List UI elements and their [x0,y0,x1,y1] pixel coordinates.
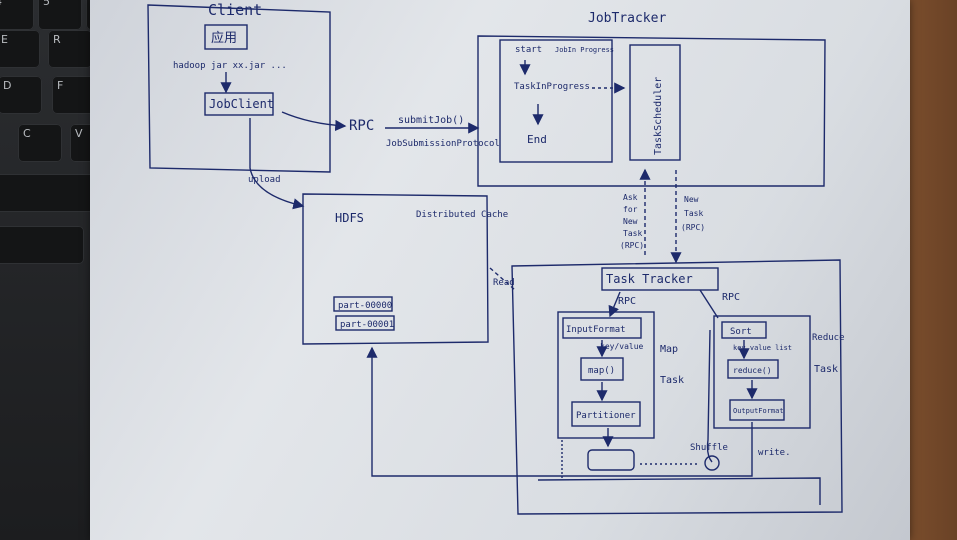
ask-line-3: New [623,217,638,226]
app-label: 应用 [211,30,237,46]
jobclient-label: JobClient [209,97,274,111]
tasktracker-box [601,267,719,291]
part-00000-box [333,296,393,312]
rpc-right-label: RPC [722,292,740,303]
key-label: 5 [43,0,50,8]
shuffle-circle [704,455,720,471]
key-label: D [3,79,12,92]
tasktracker-inner-line [537,477,821,505]
reduce-task-label-2: Task [814,364,838,375]
arrow-read [489,267,516,291]
key [0,226,84,264]
key: D [0,76,42,114]
tasktracker-outer-box [511,259,843,515]
local-disk-icon [587,449,635,471]
client-box [147,4,331,173]
arrow-jobclient-to-rpc [281,111,347,132]
client-title: Client [208,1,262,19]
key-label: C [23,127,31,140]
jobtracker-box [477,35,826,187]
sort-label: Sort [730,327,752,337]
key-label: V [75,127,83,140]
distributed-cache-label: Distributed Cache [416,210,508,220]
map-kv-label: key/value [600,342,644,351]
map-fn-box [580,357,624,381]
key-label: R [53,33,61,46]
key: F [52,76,96,114]
part-00001-label: part-00001 [340,320,394,330]
sort-box [721,321,767,339]
rpc-left-label: RPC [618,296,636,307]
outputformat-box [729,399,785,421]
key-label: F [57,79,64,92]
app-box [204,24,248,50]
hdfs-box [302,193,489,345]
shuffle-label: Shuffle [690,443,728,453]
key: E [0,30,40,68]
read-label: Read [493,278,515,288]
key [0,174,104,212]
map-task-label-1: Map [660,344,678,355]
key-label: 4 [0,0,2,8]
key: 4 [0,0,34,30]
key: R [48,30,92,68]
ask-line-5: (RPC) [620,241,644,250]
taskscheduler-label: TaskScheduler [653,77,664,155]
new-task-line-3: (RPC) [681,223,705,232]
arrow-upload-to-hdfs [249,118,305,210]
write-label: write. [758,448,791,458]
new-task-line-2: Task [684,209,703,218]
inputformat-box [562,317,642,339]
map-task-label-2: Task [660,375,684,386]
reduce-kv-label: key value list [733,344,792,352]
key: 5 [38,0,82,30]
reduce-task-label-1: Reduce [812,333,845,343]
protocol-label: JobSubmissionProtocol [386,139,500,149]
ask-line-1: Ask [623,193,638,202]
rpc-label: RPC [349,118,374,134]
arrow-tt-to-reduce [699,289,719,319]
partitioner-box [571,401,641,427]
shuffle-line [706,329,713,463]
outputformat-label: OutputFormat [733,407,784,415]
reduce-task-box [713,315,811,429]
ask-line-4: Task [623,229,642,238]
new-task-line-1: New [684,195,699,204]
jobclient-box [204,92,274,116]
ask-line-2: for [623,205,638,214]
partitioner-label: Partitioner [576,411,636,421]
reduce-fn-label: reduce() [733,366,772,375]
start-label: start [515,45,542,55]
hadoop-cmd: hadoop jar xx.jar ... [173,61,287,71]
end-label: End [527,133,547,146]
tip-label: TaskInProgress [514,82,590,92]
jip-label: JobIn Progress [555,46,614,54]
arrow-write-to-hdfs [366,346,753,477]
key-label: E [1,33,8,46]
part-00001-box [335,315,395,331]
key: C [18,124,62,162]
submitjob-label: submitJob() [398,115,464,126]
map-fn-label: map() [588,366,615,376]
job-in-progress-box [499,39,613,163]
taskscheduler-box [629,44,681,161]
inputformat-label: InputFormat [566,325,626,335]
tasktracker-title: Task Tracker [606,272,693,286]
jobtracker-title: JobTracker [588,11,666,26]
reduce-fn-box [727,359,779,379]
part-00000-label: part-00000 [338,301,392,311]
hdfs-title: HDFS [335,211,364,225]
upload-label: upload [248,175,281,185]
